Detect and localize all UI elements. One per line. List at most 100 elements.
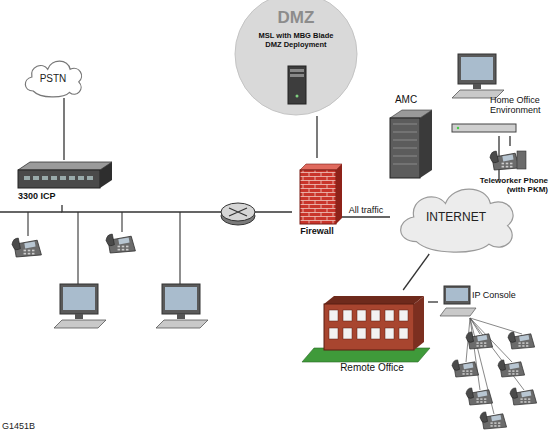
phone-screen — [519, 335, 529, 341]
phone-key — [508, 373, 510, 375]
phone-key — [520, 401, 522, 403]
phone-key — [510, 163, 513, 165]
server-bay — [290, 69, 304, 72]
dmz-zone: DMZMSL with MBG Blade DMZ Deployment — [234, 0, 358, 116]
console-monitor — [444, 286, 470, 304]
amc-bay — [393, 140, 417, 141]
lan-drop — [179, 212, 180, 284]
desktop-pc — [54, 284, 106, 328]
amc-side — [420, 110, 432, 178]
icp-port — [42, 176, 48, 180]
phone-key — [470, 370, 472, 372]
network-link — [403, 254, 429, 290]
ip-phone — [106, 234, 135, 253]
icp-port — [24, 176, 30, 180]
icp-front — [18, 170, 100, 188]
firewall: Firewall — [292, 158, 342, 240]
phone-key — [122, 246, 125, 248]
home-office: Home Office Environment — [448, 50, 550, 136]
phone-key — [24, 250, 27, 252]
building-front — [324, 304, 414, 350]
phone-key — [484, 345, 486, 347]
lan-drop — [121, 212, 122, 232]
window — [329, 328, 338, 339]
phone-key — [510, 166, 513, 168]
phone-key — [528, 398, 530, 400]
phone-key — [508, 370, 510, 372]
phone-key — [526, 345, 528, 347]
wall-top — [300, 164, 342, 170]
wall-side — [336, 164, 342, 224]
phone-handset — [498, 360, 506, 370]
phone-handset — [452, 360, 460, 370]
phone-key — [28, 250, 31, 252]
phone-key — [118, 246, 121, 248]
phone-handset — [466, 332, 474, 342]
ip-phone — [12, 238, 41, 257]
icp-port — [33, 176, 39, 180]
ip-phone — [510, 388, 537, 405]
phone-key — [522, 342, 524, 344]
phone-handset — [466, 388, 474, 398]
phone-screen — [521, 391, 531, 397]
window — [357, 310, 366, 321]
phone-handset — [508, 332, 516, 342]
window — [371, 328, 380, 339]
phone-key — [520, 398, 522, 400]
phone-handset — [480, 412, 488, 422]
wall-front — [300, 170, 336, 224]
amc-bay — [393, 124, 417, 125]
ip-phone — [452, 360, 479, 377]
phone-key — [506, 163, 509, 165]
modem — [452, 124, 516, 132]
server-tower — [288, 66, 306, 104]
ip-console: IP Console — [438, 284, 530, 320]
pc-screen — [461, 57, 493, 80]
pc-keyboard — [156, 320, 208, 328]
window — [399, 310, 408, 321]
network-link — [62, 205, 292, 212]
phone-key — [512, 370, 514, 372]
icp-top — [18, 162, 112, 170]
phone-handset — [510, 388, 518, 398]
cloud-label: INTERNET — [390, 211, 522, 225]
phone-key — [484, 398, 486, 400]
phone-screen — [509, 363, 519, 369]
internet-cloud: INTERNET — [390, 180, 522, 254]
zone-title: DMZ — [234, 8, 358, 28]
phone-key — [480, 398, 482, 400]
link-label: All traffic — [347, 205, 385, 215]
phone-key — [518, 342, 520, 344]
pc-monitor — [60, 284, 98, 314]
phone-key — [126, 249, 129, 251]
network-link — [428, 301, 438, 302]
phone-key — [494, 425, 496, 427]
device-label: Teleworker Phone (with PKM) — [470, 176, 548, 194]
phone-key — [126, 246, 129, 248]
phone-key — [476, 342, 478, 344]
phone-key — [506, 166, 509, 168]
phone-handset — [106, 234, 114, 246]
phone-key — [484, 401, 486, 403]
network-link — [316, 116, 317, 158]
lan-bus — [0, 211, 62, 212]
window — [343, 310, 352, 321]
amc-bay — [393, 148, 417, 149]
phone-key — [498, 425, 500, 427]
phone-key — [516, 370, 518, 372]
phone-screen — [502, 154, 513, 161]
cloud-label: PSTN — [20, 73, 86, 85]
ip-phone — [498, 360, 525, 377]
console-keyboard — [440, 308, 476, 316]
phone-key — [518, 345, 520, 347]
network-link — [63, 98, 64, 160]
phone-key — [502, 166, 505, 168]
icp-port — [87, 176, 93, 180]
phone-key — [470, 373, 472, 375]
amc-bay — [393, 156, 417, 157]
phone-handset — [490, 151, 498, 163]
pc-stand — [177, 314, 185, 319]
phone-key — [32, 250, 35, 252]
window — [385, 328, 394, 339]
